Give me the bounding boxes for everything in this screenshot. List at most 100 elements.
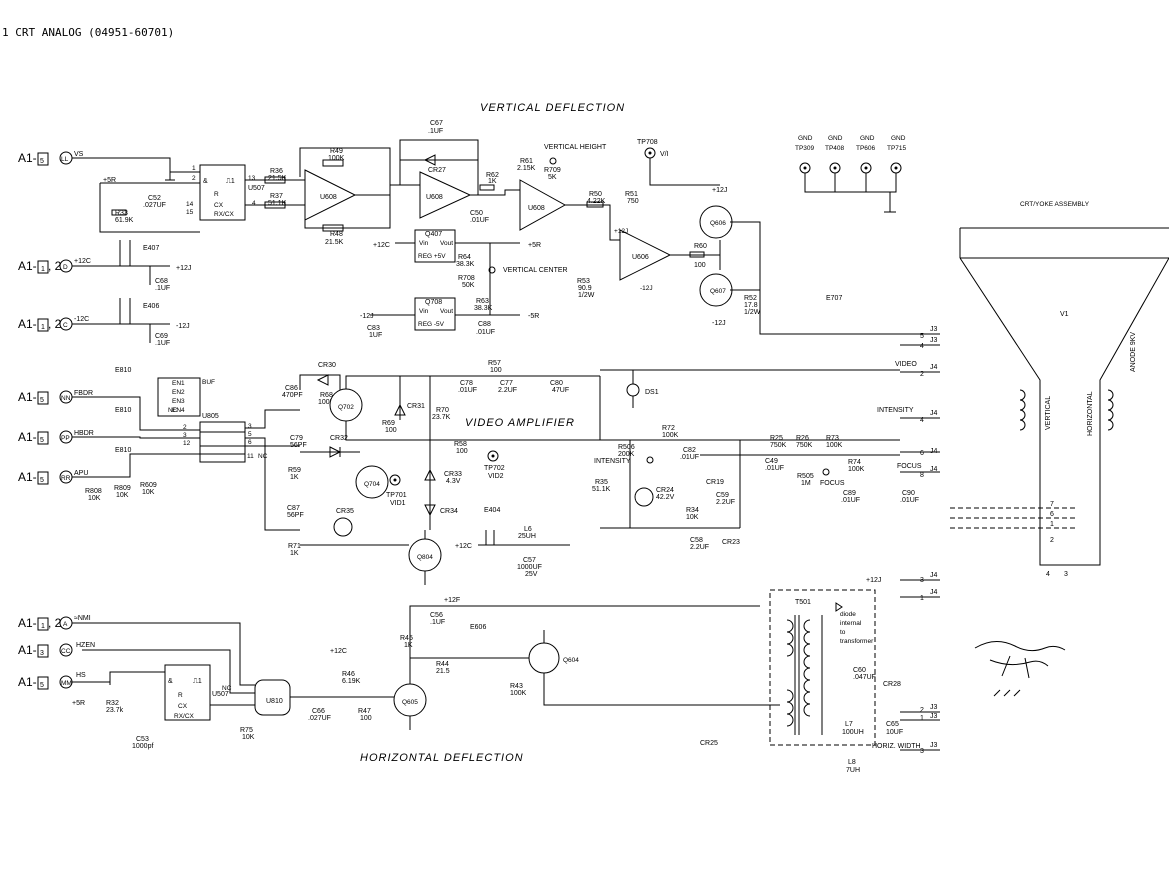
svg-text:INTENSITY: INTENSITY <box>594 458 631 465</box>
svg-text:R44: R44 <box>436 661 449 668</box>
svg-text:EN1: EN1 <box>172 380 185 387</box>
svg-text:E404: E404 <box>484 507 500 514</box>
svg-text:TP408: TP408 <box>825 145 845 152</box>
svg-text:17.8: 17.8 <box>744 302 758 309</box>
crt-tube: V1 VERTICAL HORIZONTAL ANODE 9KV 76 12 4… <box>950 227 1169 578</box>
svg-text:R: R <box>214 191 219 198</box>
svg-text:BUF: BUF <box>202 379 215 386</box>
svg-text:23.7K: 23.7K <box>432 414 451 421</box>
svg-text:VS: VS <box>74 151 84 158</box>
svg-text:R808: R808 <box>85 488 102 495</box>
svg-text:C49: C49 <box>765 458 778 465</box>
svg-text:CR24: CR24 <box>656 487 674 494</box>
svg-text:3: 3 <box>183 432 187 439</box>
svg-text:, 2: , 2 <box>48 616 62 630</box>
input-connector-apu: A1- 5 RR APU <box>18 470 88 485</box>
svg-text:R505: R505 <box>797 473 814 480</box>
svg-text:L6: L6 <box>524 526 532 533</box>
svg-text:-5R: -5R <box>528 313 539 320</box>
svg-text:NC: NC <box>222 685 232 692</box>
svg-text:+12C: +12C <box>455 543 472 550</box>
svg-text:21.5K: 21.5K <box>325 239 344 246</box>
svg-text:A1-: A1- <box>18 259 37 273</box>
svg-text:L8: L8 <box>848 759 856 766</box>
svg-text:C: C <box>63 322 68 329</box>
svg-text:5: 5 <box>40 437 44 444</box>
svg-text:U608: U608 <box>426 194 443 201</box>
svg-text:5: 5 <box>920 333 924 340</box>
svg-text:A1-: A1- <box>18 317 37 331</box>
svg-text:VERTICAL CENTER: VERTICAL CENTER <box>503 267 568 274</box>
svg-text:4: 4 <box>920 343 924 350</box>
svg-text:C77: C77 <box>500 380 513 387</box>
svg-text:J4: J4 <box>930 410 938 417</box>
svg-text:2.2UF: 2.2UF <box>716 499 735 506</box>
svg-text:HZEN: HZEN <box>76 642 95 649</box>
svg-text:100K: 100K <box>848 466 865 473</box>
svg-text:CR27: CR27 <box>428 167 446 174</box>
svg-text:Q407: Q407 <box>425 231 442 238</box>
svg-text:CR34: CR34 <box>440 508 458 515</box>
svg-text:47UF: 47UF <box>552 387 569 394</box>
svg-text:R70: R70 <box>436 407 449 414</box>
svg-text:1000pf: 1000pf <box>132 743 153 750</box>
svg-text:PP: PP <box>61 435 70 442</box>
u507-one-shot-vertical <box>199 164 246 221</box>
svg-text:&: & <box>203 178 208 185</box>
svg-text:C56: C56 <box>430 612 443 619</box>
svg-text:56PF: 56PF <box>287 512 304 519</box>
horizontal-deflection-circuit: U810 &⎍1 R CX RX/CX U507 NC +5R R3223.7k… <box>72 597 780 750</box>
svg-text:Q605: Q605 <box>402 699 418 706</box>
svg-text:470PF: 470PF <box>282 392 303 399</box>
svg-text:R809: R809 <box>114 485 131 492</box>
svg-text:2: 2 <box>1050 537 1054 544</box>
svg-text:A1-: A1- <box>18 390 37 404</box>
svg-text:1K: 1K <box>290 474 299 481</box>
svg-text:LL: LL <box>61 156 69 163</box>
svg-text:U507: U507 <box>248 185 265 192</box>
svg-text:2.2UF: 2.2UF <box>690 544 709 551</box>
svg-text:R: R <box>178 692 183 699</box>
svg-text:VERTICAL HEIGHT: VERTICAL HEIGHT <box>544 144 607 151</box>
svg-text:.027UF: .027UF <box>308 715 331 722</box>
svg-text:+12C: +12C <box>373 242 390 249</box>
svg-text:6.19K: 6.19K <box>342 678 361 685</box>
svg-text:HS: HS <box>76 672 86 679</box>
svg-text:C59: C59 <box>716 492 729 499</box>
svg-text:RX/CX: RX/CX <box>174 713 195 720</box>
svg-text:FOCUS: FOCUS <box>820 480 845 487</box>
u606-opamp-b <box>619 229 672 281</box>
svg-text:.01UF: .01UF <box>765 465 784 472</box>
svg-text:E810: E810 <box>115 407 131 414</box>
svg-text:6: 6 <box>248 439 252 446</box>
svg-text:15: 15 <box>186 209 194 216</box>
svg-text:CR28: CR28 <box>883 681 901 688</box>
svg-text:R35: R35 <box>595 479 608 486</box>
vertical-deflection-label: VERTICAL DEFLECTION <box>480 102 625 114</box>
svg-text:TP606: TP606 <box>856 145 876 152</box>
svg-text:10K: 10K <box>88 495 101 502</box>
svg-text:J4: J4 <box>930 589 938 596</box>
svg-text:A1-: A1- <box>18 643 37 657</box>
svg-text:T501: T501 <box>795 599 811 606</box>
svg-text:61.9K: 61.9K <box>115 217 134 224</box>
svg-text:NC: NC <box>168 407 178 414</box>
svg-text:12: 12 <box>183 440 191 447</box>
svg-text:VID2: VID2 <box>488 473 504 480</box>
svg-text:5: 5 <box>248 431 252 438</box>
svg-text:GND: GND <box>798 135 813 142</box>
svg-text:V/I: V/I <box>660 151 669 158</box>
svg-text:1: 1 <box>1050 521 1054 528</box>
svg-text:100: 100 <box>694 262 706 269</box>
svg-text:R57: R57 <box>488 360 501 367</box>
svg-text:.1UF: .1UF <box>155 285 170 292</box>
svg-text:42.2V: 42.2V <box>656 494 675 501</box>
svg-text:23.7k: 23.7k <box>106 707 124 714</box>
svg-text:Vin: Vin <box>419 240 429 247</box>
svg-text:R64: R64 <box>458 254 471 261</box>
svg-text:14: 14 <box>186 201 194 208</box>
svg-text:R51: R51 <box>625 191 638 198</box>
svg-text:Vout: Vout <box>440 240 453 247</box>
svg-text:100K: 100K <box>662 432 679 439</box>
